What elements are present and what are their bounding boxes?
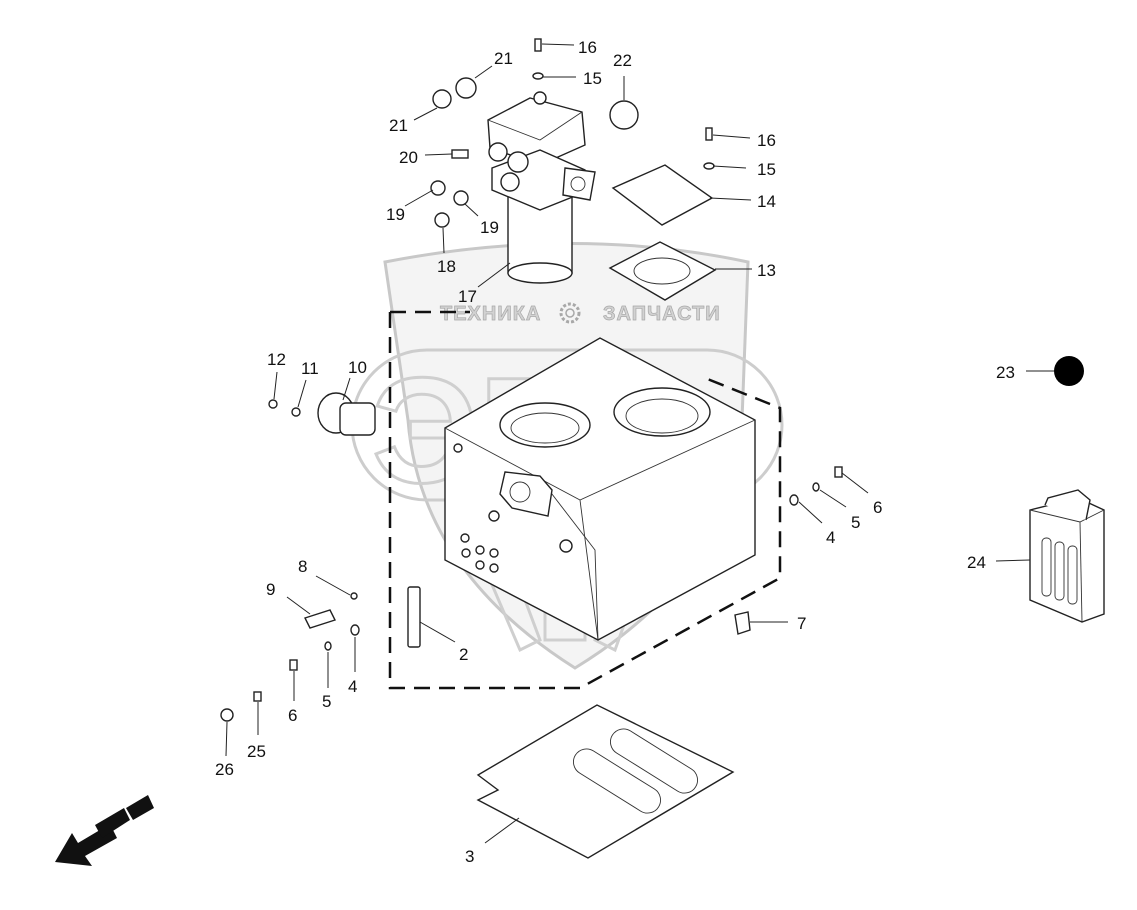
callout-19-left: 19 (386, 205, 405, 224)
watermark-brand-right: ЗАПЧАСТИ (603, 303, 721, 325)
callout-5-left: 5 (322, 692, 331, 711)
small-parts (220, 38, 843, 722)
solid-dot-icon (1054, 356, 1084, 386)
callout-11: 11 (301, 359, 319, 378)
callout-8: 8 (298, 557, 307, 576)
callout-6-right: 6 (873, 498, 882, 517)
gear-icon (559, 302, 581, 324)
callout-14: 14 (757, 192, 776, 211)
callout-15-top: 15 (583, 69, 602, 88)
callout-3: 3 (465, 847, 474, 866)
callout-26: 26 (215, 760, 234, 779)
direction-arrow-icon (55, 795, 154, 866)
callout-16-top: 16 (578, 38, 597, 57)
leader-lines (225, 43, 1054, 844)
callout-16-right: 16 (757, 131, 776, 150)
part-3-bottom-plate (476, 704, 735, 859)
callout-4-left: 4 (348, 677, 357, 696)
hydraulic-tank (444, 337, 756, 641)
callout-9: 9 (266, 580, 275, 599)
callout-22: 22 (613, 51, 632, 70)
callout-7: 7 (797, 614, 806, 633)
callout-17: 17 (458, 287, 477, 306)
callout-20: 20 (399, 148, 418, 167)
callout-19-right: 19 (480, 218, 499, 237)
part-14-cover-plate (611, 164, 714, 226)
part-24-oil-canister (1029, 489, 1105, 623)
callout-24: 24 (967, 553, 986, 572)
tank-assembly-outline (388, 312, 782, 690)
part-13-gasket (608, 241, 717, 301)
watermark-brand-left: ТЕХНИКА (440, 303, 541, 325)
callout-25: 25 (247, 742, 266, 761)
callout-18: 18 (437, 257, 456, 276)
callout-13: 13 (757, 261, 776, 280)
callout-4-right: 4 (826, 528, 835, 547)
part-17-return-filter (487, 91, 596, 284)
callout-5-right: 5 (851, 513, 860, 532)
callout-2: 2 (459, 645, 468, 664)
callout-12: 12 (267, 350, 286, 369)
callout-21-top: 21 (494, 49, 513, 68)
callout-15-right: 15 (757, 160, 776, 179)
callout-23: 23 (996, 363, 1015, 382)
callout-6-left: 6 (288, 706, 297, 725)
callout-21-left: 21 (389, 116, 408, 135)
callouts: 2 3 4 5 6 4 5 6 7 8 9 10 11 12 13 14 15 … (215, 38, 1015, 866)
callout-10: 10 (348, 358, 367, 377)
